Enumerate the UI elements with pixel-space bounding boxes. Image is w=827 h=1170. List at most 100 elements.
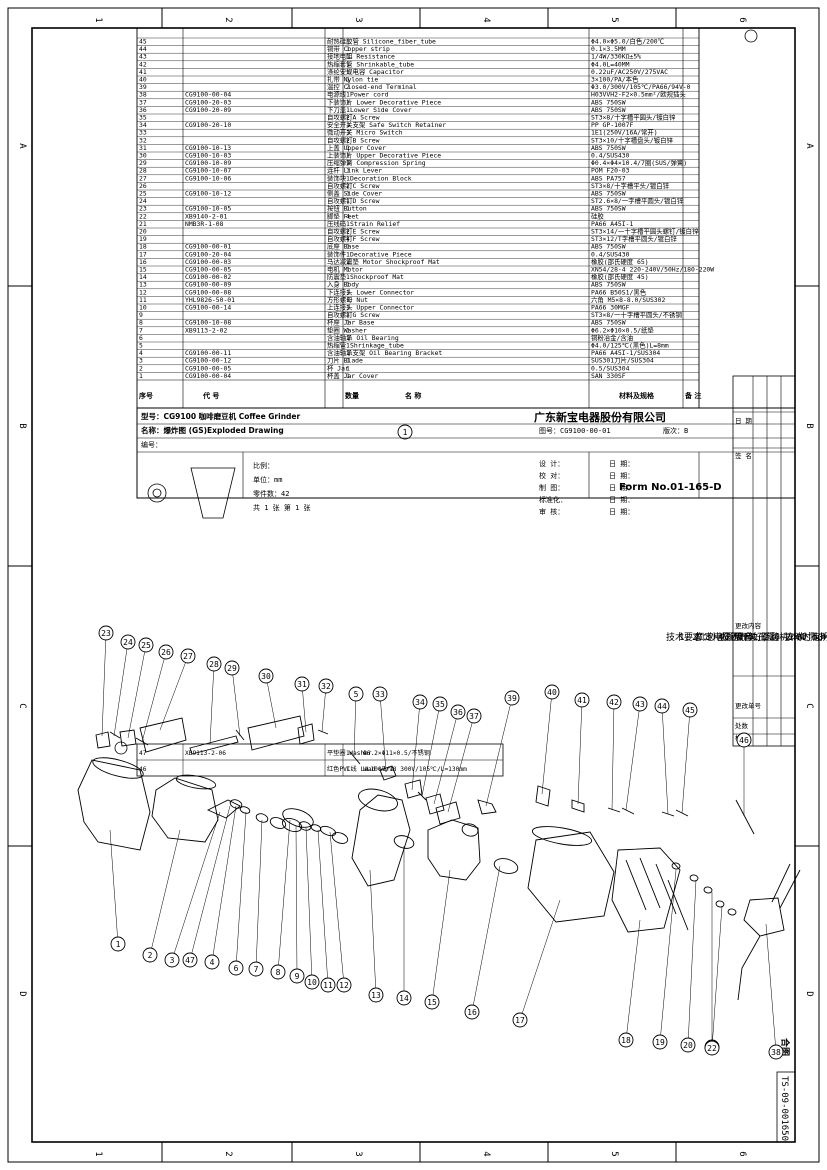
note-4: 4. 噪音：距整机1M处测小于85dB，环境噪音小于65dB。 [718,631,827,643]
blade-shape [206,799,241,819]
bom-name: 电源线 Power cord [327,90,389,99]
bom-material: 0.1×3.5MM [591,45,626,53]
bom-code: CG9100-10-06 [185,174,231,182]
date-row: 日 期： [609,496,634,504]
balloon-circle [618,1032,634,1048]
terminal-39 [477,799,497,815]
doc-code: TS-09-001650 [779,1076,789,1141]
bom-qty: 1 [346,766,350,773]
balloon-circle [336,977,352,993]
drawing-number: 图号：CG9100-00-01 [539,427,611,435]
bom-no: 34 [139,121,147,129]
leader-line [277,819,291,973]
zone-label-B: B [804,423,814,428]
bom-header-material: 材料及规格 [618,391,655,400]
balloon-circle [142,947,158,963]
column-label-5: 5 [609,1151,619,1156]
bom-name: 自攻螺钉G Screw [327,310,380,319]
leader-line [101,632,107,737]
balloon-label: 9 [295,972,300,981]
leader-line [159,655,189,731]
date-row: 日 期： [609,508,634,516]
exploded-view: 1234746789101112131415161718192021223823… [77,424,801,1060]
leader-line [541,691,553,795]
bom-code: CG9100-00-11 [185,349,231,357]
bom-qty: 1 [346,159,350,167]
upper-deco-30 [247,715,305,751]
bom-material: PA66 30MGF [591,303,630,311]
bom-material: ABS 750SW [591,106,626,114]
leader-line [113,641,129,737]
balloon-label: 17 [515,1016,525,1025]
tube-5 [349,751,361,765]
balloon-label: 42 [609,698,619,707]
bom-no: 26 [139,182,147,190]
bom-code: CG9100-00-04 [185,91,231,99]
column-label-1: 1 [93,1151,103,1156]
bom-no: 28 [139,167,147,175]
base-rib-0 [625,859,647,911]
leader-line [149,829,181,956]
bom-qty: 1 [346,334,350,342]
bom-qty: 1 [346,220,350,228]
zone-label-B: B [17,423,27,428]
bom-no: 18 [139,243,147,251]
balloon-circle [120,634,136,650]
leader-line [329,831,345,986]
column-label-1: 1 [93,17,103,22]
zone-label-A: A [804,143,814,149]
bom-code: CG9100-10-03 [185,151,231,159]
bom-no: 22 [139,212,147,220]
bom-no: 15 [139,265,147,273]
upper-cover-31 [297,723,315,745]
bom-name: 自攻螺钉B Screw [327,135,380,144]
company-name: 广东新宝电器股份有限公司 [534,410,666,424]
balloon-circle [289,968,305,984]
balloon-circle [574,692,590,708]
title-block-frame [136,407,796,499]
leader-line [231,667,241,737]
balloon-label: 19 [655,1038,665,1047]
bom-qty: 2 [346,136,350,144]
leader-line [687,879,697,1046]
body-top [358,788,398,812]
bom-qty: 2 [346,182,350,190]
bom-no: 43 [139,53,147,61]
bom-name: 安全开关支架 Safe Switch Retainer [327,120,446,129]
balloon-circle [348,686,364,702]
bom-no: 42 [139,60,147,68]
bom-no: 5 [139,341,143,349]
bom-material: ABS 750SW [591,144,626,152]
bom-qty: 1 [346,273,350,281]
balloon-label: 20 [683,1041,693,1050]
number-label: 编号： [141,440,162,449]
bom-material: Φ4.0L=40MM [591,60,630,68]
bom-name: 侧盖 Side Cover [327,188,382,197]
bom-no: 20 [139,227,147,235]
bom-no: 46 [139,766,147,773]
balloon-label: 14 [399,994,409,1003]
bom-qty: 1 [346,265,350,273]
balloon-label: 7 [254,965,259,974]
balloon-label: 11 [323,981,333,990]
bom-no: 14 [139,273,147,281]
bom-material: ST3×14/一十字槽平圆头螺钉/镀白锌 [591,226,699,235]
bom-name: 下装饰片 Lower Decorative Piece [327,97,441,106]
bom-name: 脚垫 Feet [327,211,359,220]
bom-material: UL1007/18 300V/105℃/L=130mm [363,766,467,773]
bom-name: 马达减震垫 Motor Shockproof Mat [327,257,440,266]
bom-qty: 1 [346,357,350,365]
bom-code: XB9140-2-01 [185,212,227,220]
screw-32 [317,729,329,735]
bom-code: YHL9826-50-01 [185,296,235,304]
leader-line [659,869,677,1043]
bom-name: 方形螺母 Nut [327,295,368,304]
bom-code: CG9100-00-08 [185,288,231,296]
